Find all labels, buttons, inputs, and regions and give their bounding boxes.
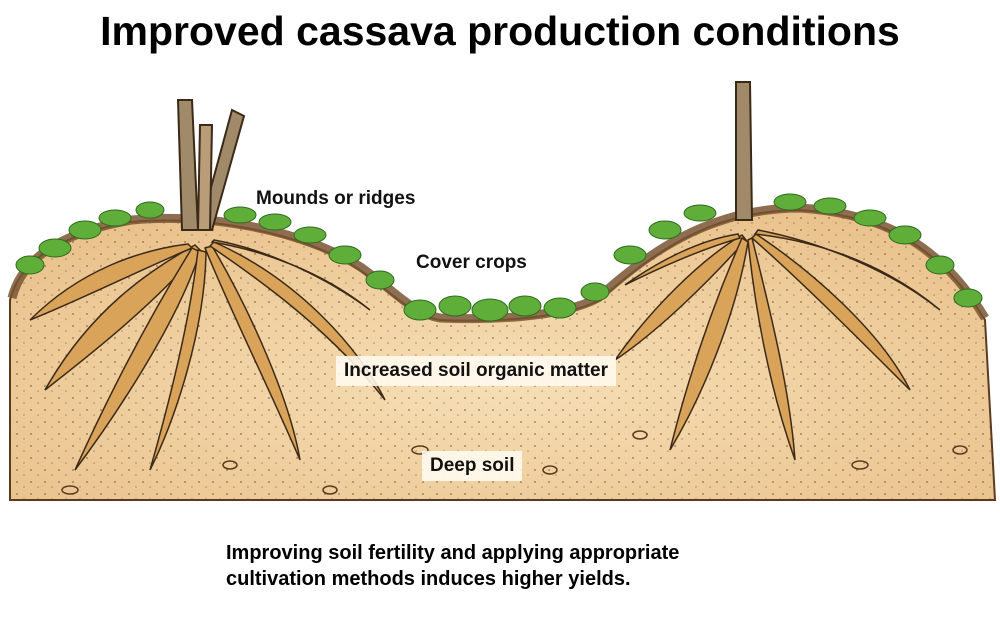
cover-crop-foliage (15, 193, 983, 322)
soil-pebbles (61, 430, 968, 495)
caption-line-1: Improving soil fertility and applying ap… (226, 542, 680, 564)
right-plant-stem (735, 81, 754, 221)
cassava-illustration (7, 81, 997, 501)
left-cassava-roots (29, 239, 386, 471)
diagram-title: Improved cassava production conditions (100, 8, 900, 54)
label-cover-crops: Cover crops (416, 252, 527, 273)
label-mounds-or-ridges: Mounds or ridges (256, 188, 416, 209)
left-plant-stems (176, 99, 246, 232)
diagram-caption: Improving soil fertility and applying ap… (226, 540, 926, 592)
caption-line-2: cultivation methods induces higher yield… (226, 568, 631, 590)
label-deep-soil: Deep soil (422, 451, 523, 481)
label-soil-organic-matter: Increased soil organic matter (336, 356, 616, 386)
right-cassava-roots (614, 229, 941, 461)
